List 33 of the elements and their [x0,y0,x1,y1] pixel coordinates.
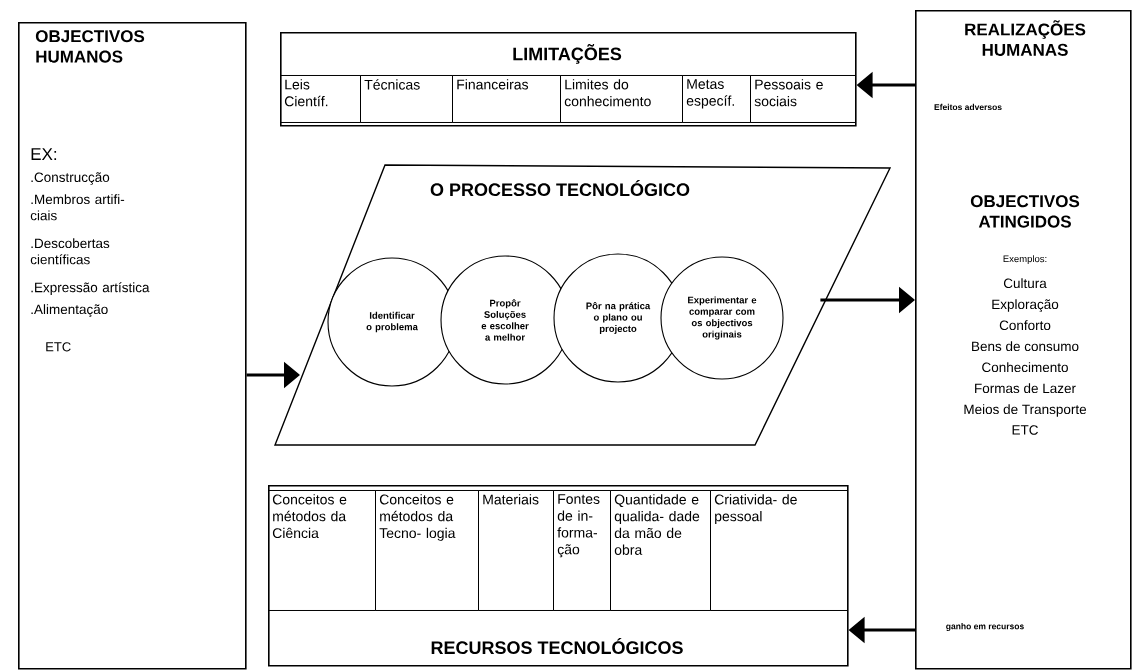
table-cell: Metas específ. [682,75,751,123]
list-item: Formas de Lazer [975,383,1076,394]
table-cell: Financeiras [452,75,561,123]
table-cell: Criativida- de pessoal [710,490,848,611]
table-cell: Quantidade e qualida- dade da mão de obra [610,490,711,611]
table-cell: Materiais [478,490,554,611]
list-heading: Exemplos: [1003,255,1047,265]
list-item: Bens de consumo [972,341,1079,352]
list-heading: EX: [31,148,57,160]
heading: OBJECTIVOS ATINGIDOS [970,195,1080,228]
edge-label: ganho em recursos [944,622,1026,632]
table-cell: Leis Científ. [280,75,361,123]
list-item: Exploração [992,299,1059,312]
list-item: .Descobertas científicas [30,238,110,265]
heading: OBJECTIVOS HUMANOS [35,30,145,63]
list-item: .Alimentação [31,304,108,317]
table-cell: Conceitos e métodos da Tecno- logia [375,490,479,611]
table-cell: Conceitos e métodos da Ciência [268,490,376,611]
table-cell: Limites do conhecimento [560,75,683,123]
list-item: Conforto [999,320,1051,331]
list-item: ETC [46,342,71,352]
list-item: Meios de Transporte [964,404,1087,417]
table-cell: Pessoais e sociais [750,75,856,123]
table-cell: Técnicas [360,75,453,123]
list-item: ETC [1012,425,1038,435]
list-item: Conhecimento [982,362,1068,373]
list-item: Cultura [1003,278,1047,289]
table-cell: Fontes de in- forma- ção [553,490,611,611]
heading: REALIZAÇÕES HUMANAS [965,20,1086,56]
list-item: .Expressão artística [31,282,150,295]
list-item: .Construcção [31,172,110,185]
list-item: .Membros artifi- ciais [30,194,125,221]
edge-label: Efeitos adversos [933,102,1003,112]
